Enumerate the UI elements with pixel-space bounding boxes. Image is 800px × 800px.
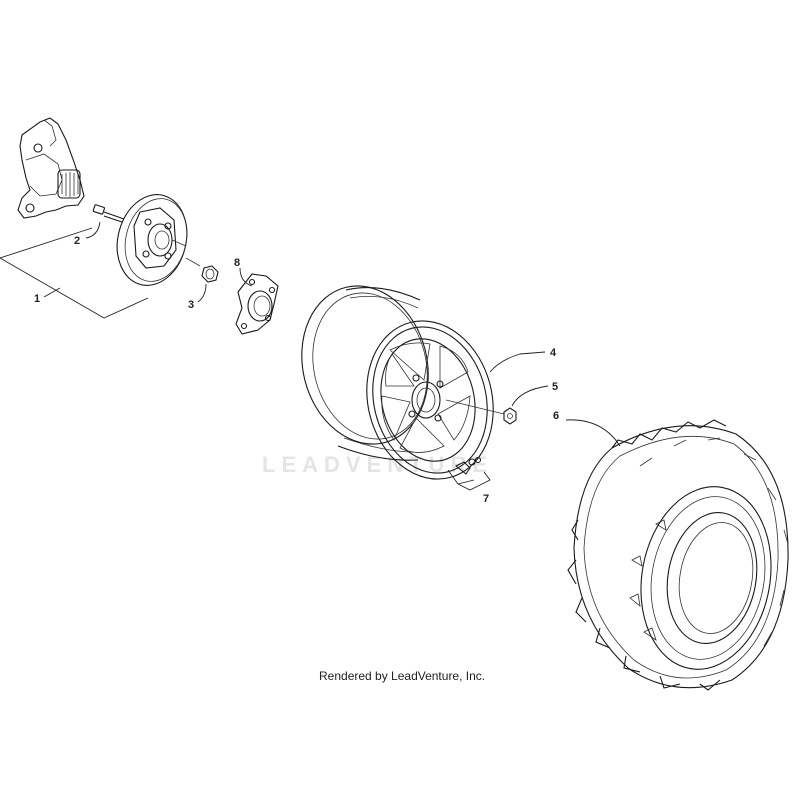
callout-7: 7: [483, 493, 489, 505]
callout-1-leader: [0, 227, 149, 319]
callout-7-leader: [447, 469, 491, 491]
lug-nut: [503, 407, 517, 425]
callout-8: 8: [234, 257, 240, 269]
render-credit: Rendered by LeadVenture, Inc.: [319, 669, 485, 683]
callout-5: 5: [552, 381, 558, 393]
hub-bolt: [92, 204, 125, 223]
callout-3-leader: [197, 283, 207, 303]
wheel-rim: [301, 285, 505, 480]
callout-1: 1: [34, 293, 40, 305]
tire: [567, 419, 789, 691]
callout-4-leader: [489, 351, 546, 373]
brake-disc-hub: [116, 194, 188, 286]
hub-adapter-plate: [235, 273, 279, 335]
callout-4: 4: [550, 347, 557, 359]
axle-nut: [185, 257, 219, 283]
steering-knuckle: [17, 117, 85, 219]
callout-3: 3: [188, 299, 194, 311]
callout-6: 6: [553, 410, 559, 422]
callout-2-leader: [85, 221, 101, 239]
callout-6-leader: [565, 419, 621, 447]
callout-8-leader: [239, 267, 253, 287]
callout-5-leader: [511, 385, 549, 407]
valve-stem: [454, 456, 482, 475]
callout-2: 2: [74, 235, 80, 247]
